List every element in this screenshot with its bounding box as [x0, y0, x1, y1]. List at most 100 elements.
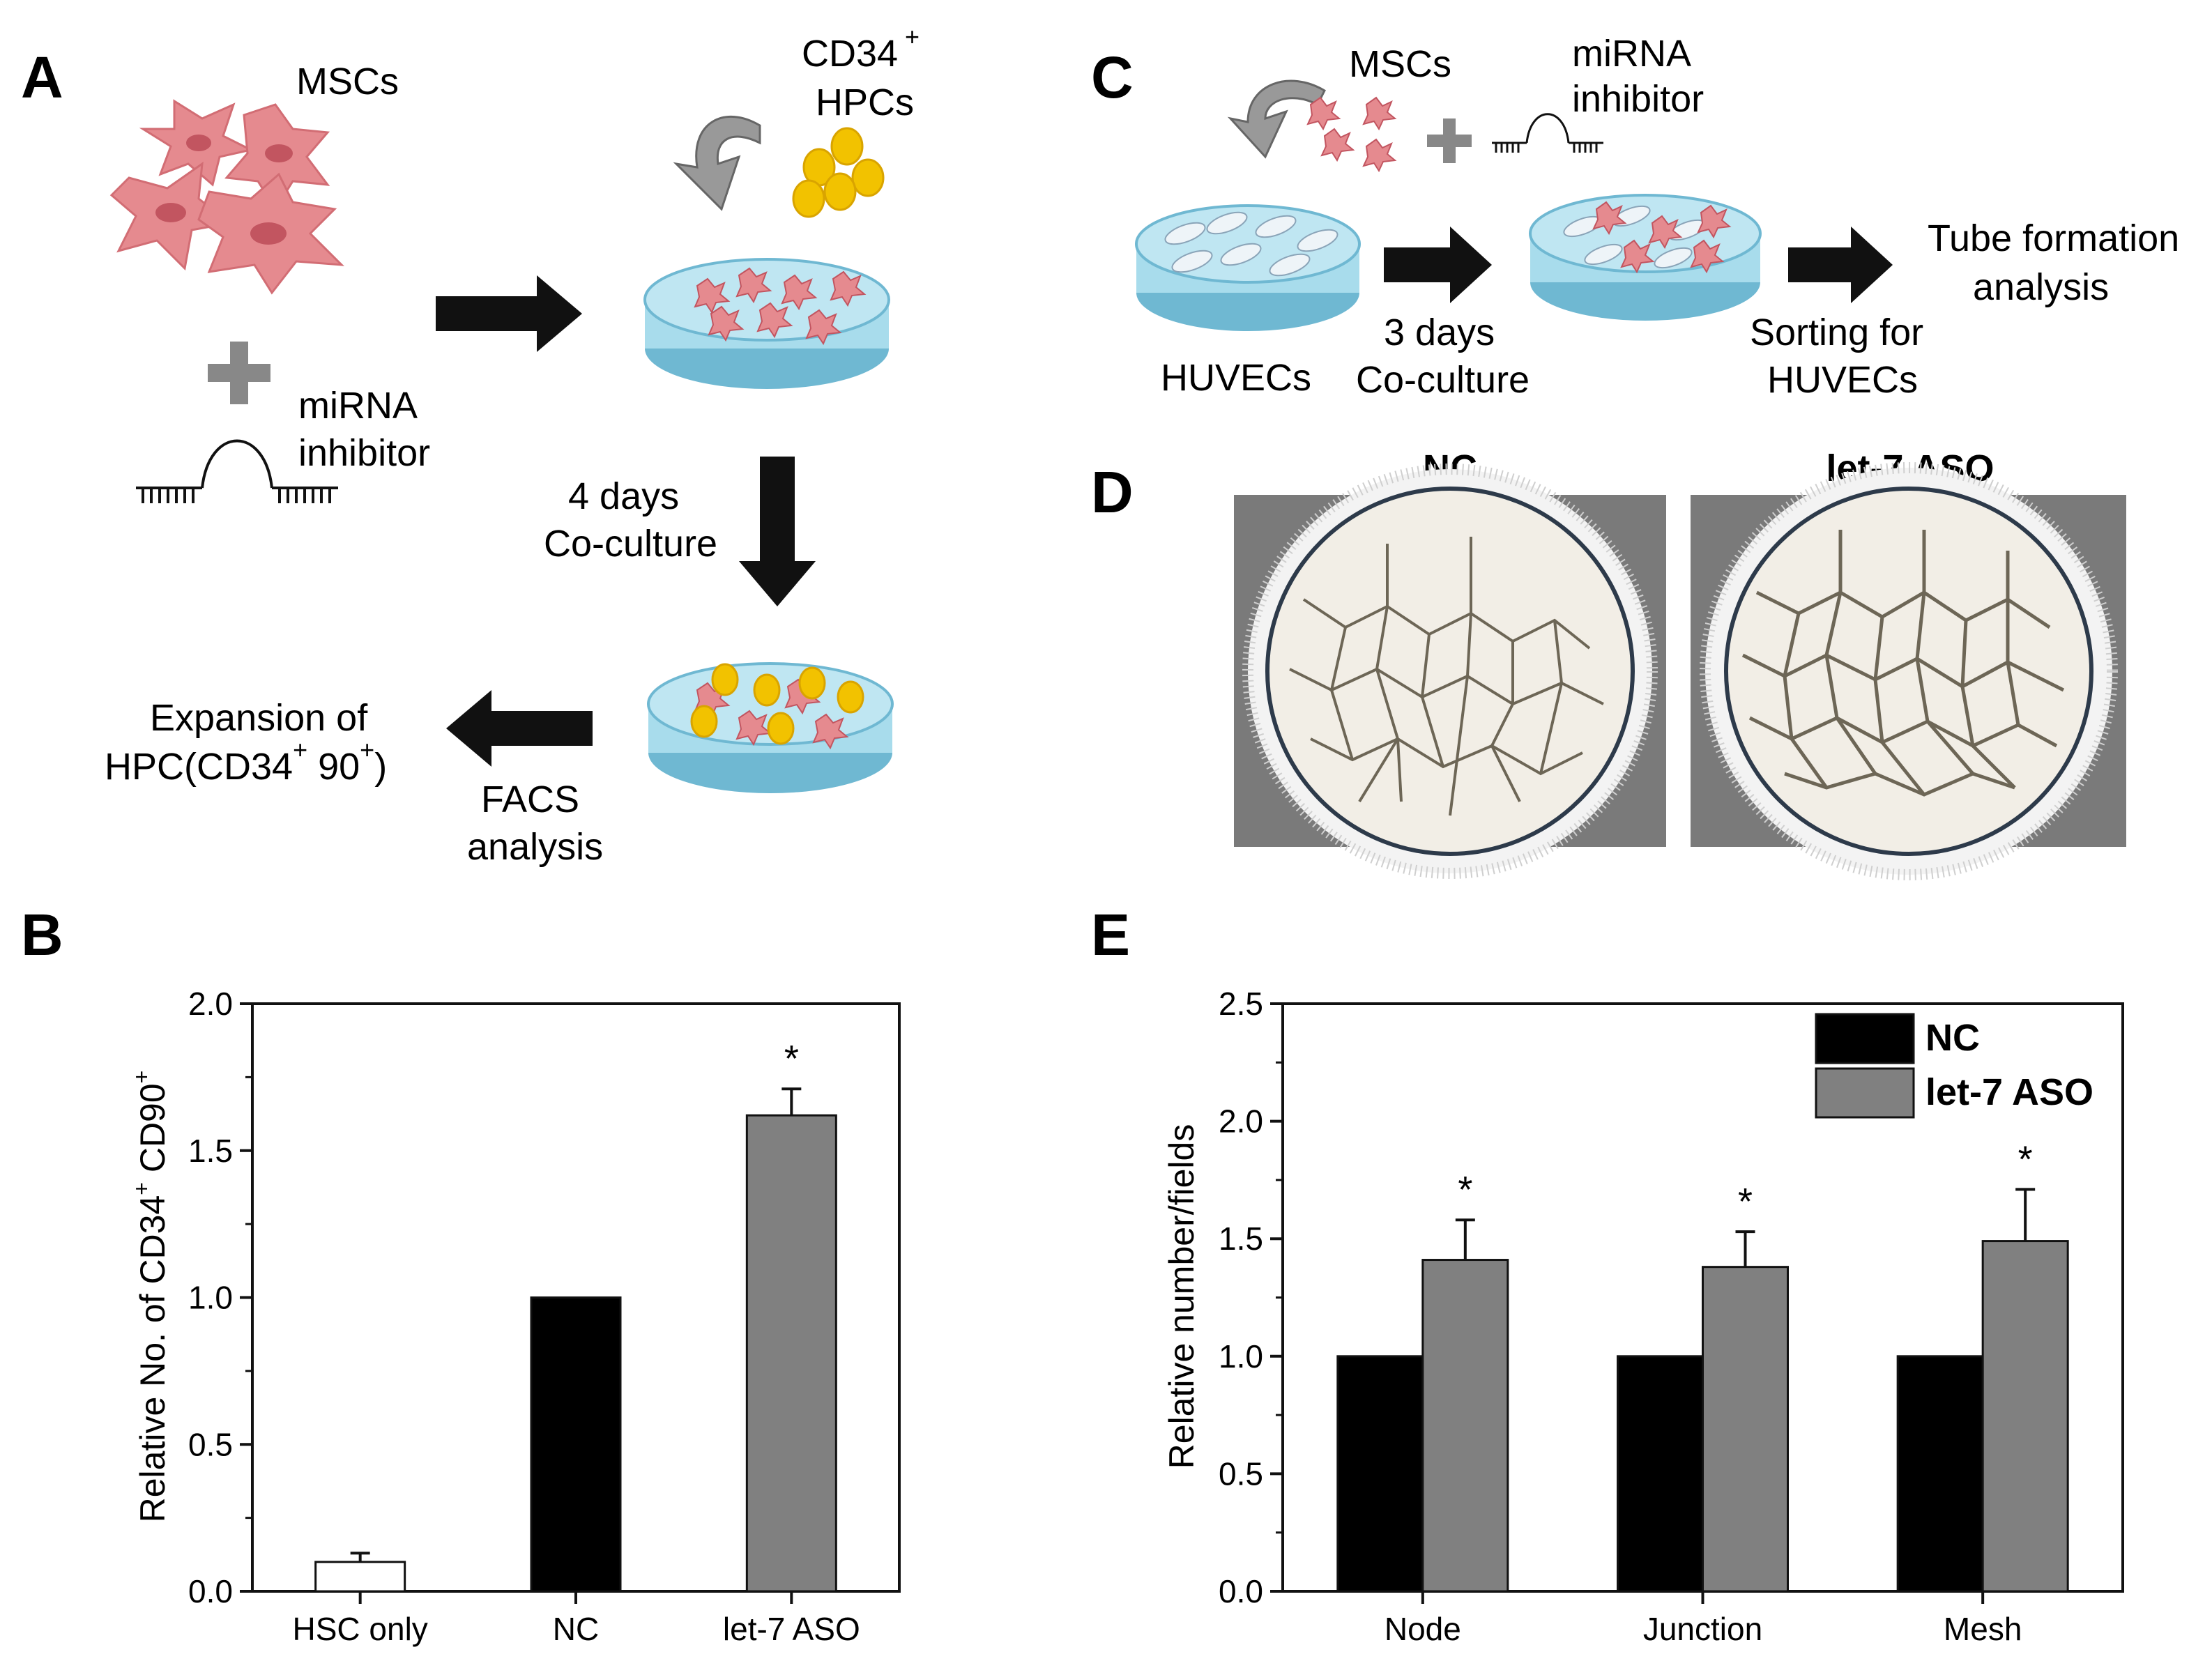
panel-c: C MSCs miRNA inhibitor	[1091, 33, 2179, 401]
msc-nucleus	[186, 135, 211, 151]
y-axis-label-part: Relative No. of CD34	[133, 1195, 172, 1523]
panel-letter-d: D	[1091, 459, 1134, 525]
y-tick-label: 2.0	[188, 986, 233, 1022]
expansion-label-part: )	[374, 746, 387, 788]
chart-e: 0.0 0.5 1.0 1.5 2.0 2.5 * Node * Junction * Mesh Rel…	[1162, 986, 2124, 1647]
tube-label-line1: Tube formation	[1928, 217, 2179, 259]
c-coculture-label-line1: 3 days	[1384, 312, 1495, 353]
c-inhibitor-label-line2: inhibitor	[1572, 78, 1704, 120]
x-tick-label: HSC only	[293, 1611, 428, 1647]
y-tick-label: 2.0	[1219, 1103, 1263, 1140]
expansion-label-part: HPC(CD34	[105, 746, 293, 788]
curved-arrow-icon	[673, 115, 761, 211]
significance-marker: *	[2018, 1138, 2033, 1180]
y-tick-label: 0.0	[1219, 1573, 1263, 1609]
plus-icon	[1427, 118, 1472, 163]
coculture-label-line2: Co-culture	[544, 523, 717, 565]
y-axis-label: Relative number/fields	[1162, 1124, 1201, 1469]
panel-letter-c: C	[1091, 45, 1134, 110]
coculture-label-line1: 4 days	[568, 475, 679, 517]
legend-swatch	[1815, 1067, 1915, 1119]
msc-nucleus	[155, 203, 186, 222]
panel-letter-e: E	[1091, 902, 1130, 967]
panel-letter-b: B	[21, 902, 63, 967]
hpc-label-sup: +	[905, 22, 920, 51]
arrow-right-icon	[1384, 227, 1492, 303]
sorting-label-line1: Sorting for	[1750, 312, 1923, 353]
hpc-cells-illustration	[792, 127, 885, 218]
arrow-down-icon	[739, 457, 816, 606]
facs-label-line2: analysis	[467, 826, 603, 868]
hpc-label-line2: HPCs	[816, 82, 914, 123]
y-tick-label: 0.0	[188, 1573, 233, 1609]
y-tick-label: 1.5	[188, 1133, 233, 1169]
y-axis-label-part: CD90	[133, 1083, 172, 1182]
c-mscs-label: MSCs	[1349, 43, 1451, 85]
bar	[1896, 1355, 1984, 1593]
y-axis-label-sup: +	[129, 1182, 154, 1195]
panel-letter-a: A	[21, 45, 63, 110]
panel-d: D NC let-7 ASO	[1091, 447, 2126, 880]
micrograph-nc	[1234, 464, 1666, 879]
bar	[1421, 1259, 1509, 1593]
significance-marker: *	[1458, 1169, 1472, 1211]
arrow-right-icon	[1788, 227, 1893, 303]
msc-cells-illustration	[109, 99, 344, 295]
arrow-left-icon	[446, 690, 593, 767]
bar	[1617, 1355, 1704, 1593]
curved-arrow-icon	[1227, 79, 1326, 159]
y-tick-label: 2.5	[1219, 986, 1263, 1022]
sorting-label-line2: HUVECs	[1767, 359, 1918, 401]
x-tick-label: NC	[553, 1611, 599, 1647]
bar	[1981, 1240, 2069, 1593]
expansion-label-part: 90	[307, 746, 360, 788]
expansion-label-line1: Expansion of	[150, 697, 368, 739]
y-tick-label: 1.0	[1219, 1338, 1263, 1375]
arrow-right-icon	[436, 275, 582, 352]
msc-nucleus	[265, 144, 293, 162]
bar	[530, 1296, 622, 1593]
facs-label-line1: FACS	[481, 779, 579, 820]
culture-dish-huvec-msc	[1529, 194, 1762, 321]
x-tick-label: Mesh	[1944, 1611, 2022, 1647]
y-tick-label: 0.5	[1219, 1455, 1263, 1492]
bar	[314, 1561, 406, 1593]
msc-nucleus	[250, 222, 287, 245]
msc-small-cells	[1306, 96, 1397, 173]
y-tick-label: 0.5	[188, 1426, 233, 1462]
legend-label: NC	[1925, 1017, 1980, 1059]
mirna-hairpin-icon	[1492, 113, 1603, 153]
x-tick-label: Junction	[1643, 1611, 1762, 1647]
mscs-label: MSCs	[296, 61, 399, 102]
expansion-label-sup: +	[293, 735, 307, 764]
x-tick-label: let-7 ASO	[723, 1611, 860, 1647]
significance-marker: *	[1738, 1181, 1753, 1223]
inhibitor-label-line2: inhibitor	[298, 432, 430, 474]
significance-marker: *	[784, 1038, 799, 1080]
huvecs-label: HUVECs	[1161, 357, 1311, 399]
bar	[1336, 1355, 1424, 1593]
bar	[1702, 1266, 1789, 1593]
y-tick-label: 1.5	[1219, 1220, 1263, 1257]
mirna-hairpin-icon	[136, 439, 338, 503]
culture-dish-msc	[643, 258, 890, 389]
micrograph-let7-aso	[1691, 462, 2126, 880]
culture-dish-huvec	[1135, 204, 1361, 331]
inhibitor-label-line1: miRNA	[298, 385, 418, 427]
tube-label-line2: analysis	[1973, 266, 2109, 308]
hpc-label-line1: CD34	[802, 33, 898, 75]
expansion-label-sup: +	[360, 735, 374, 764]
legend-swatch	[1815, 1013, 1915, 1064]
y-axis-label: Relative No. of CD34+ CD90+	[129, 1071, 172, 1523]
c-inhibitor-label-line1: miRNA	[1572, 33, 1691, 75]
x-tick-label: Node	[1385, 1611, 1461, 1647]
bar	[745, 1114, 837, 1593]
culture-dish-coculture	[647, 662, 894, 793]
expansion-label-line2: HPC(CD34+ 90+)	[105, 735, 387, 788]
y-axis-label-sup: +	[129, 1071, 154, 1084]
panel-e: E 0.0 0.5 1.0 1.5 2.0 2.5 * Node * Junction * Mesh R…	[1091, 902, 2124, 1647]
c-coculture-label-line2: Co-culture	[1356, 359, 1530, 401]
